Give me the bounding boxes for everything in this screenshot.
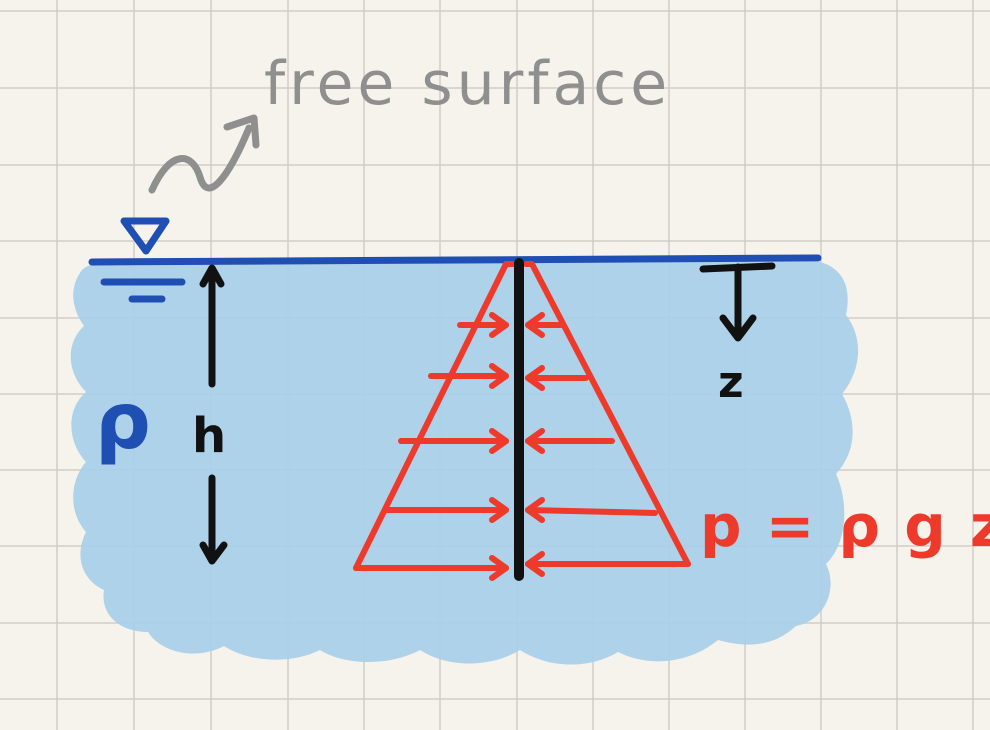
depth-arrow	[699, 262, 776, 342]
free-surface-symbol	[100, 217, 186, 303]
left-pressure-arrow-1-head	[489, 312, 509, 338]
left-pressure-arrow-4-head	[489, 497, 509, 523]
left-pressure-arrow-5-head	[489, 555, 509, 581]
right-pressure-arrow-1-head	[525, 312, 545, 338]
height-label: h	[192, 408, 226, 464]
pressure-distribution	[353, 261, 691, 581]
right-pressure-arrow-2-head	[525, 365, 545, 391]
free-surface-label: free surface	[264, 49, 671, 119]
right-pressure-arrow-5-head	[525, 551, 545, 577]
free-surface-annotation-arrow	[148, 114, 260, 194]
right-pressure-arrow-4	[525, 507, 658, 516]
density-label: ρ	[95, 377, 151, 467]
pressure-equation: p = ρ g z	[700, 492, 990, 560]
free-surface-line	[88, 254, 822, 266]
right-pressure-arrow-3-head	[525, 428, 545, 454]
left-pressure-arrow-3-head	[489, 428, 509, 454]
right-pressure-arrow-4-head	[525, 497, 545, 523]
height-dimension-arrow	[199, 264, 228, 565]
depth-label: z	[718, 357, 744, 408]
left-pressure-arrow-2-head	[489, 363, 509, 389]
